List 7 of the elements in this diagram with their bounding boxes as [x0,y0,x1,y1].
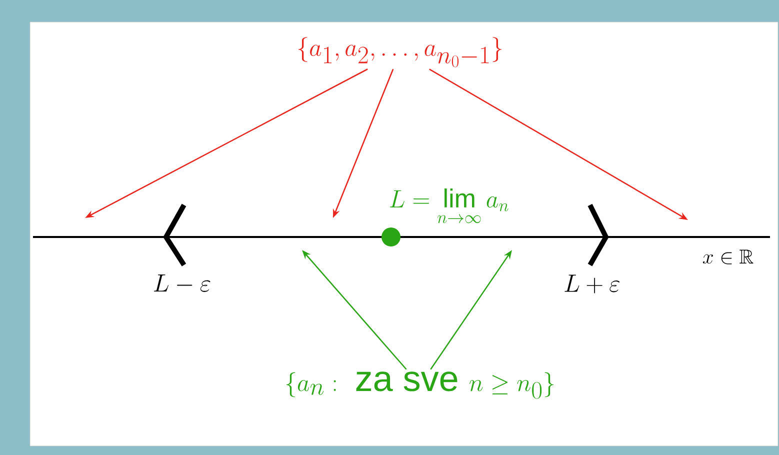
set-formula: $\{a_n :\ \mbox{za sve}\ n \geq n_0\}$ [286,372,554,399]
axis-label: $x \in \mathbb{R}$ [702,250,754,264]
set-formula: $\{a_1, a_2, \ldots, a_{n_0-1}\}$ [298,37,502,68]
axis-label: $L + \varepsilon$ [564,274,620,294]
limit-formula: $L = \lim_{n\to\infty} a_n$ [390,188,508,224]
limit-dot [382,228,400,246]
axis-label: $L - \varepsilon$ [154,274,210,292]
